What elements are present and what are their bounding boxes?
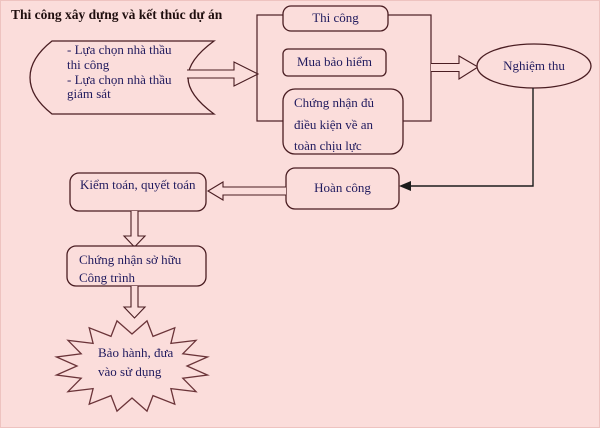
arrowhead-completion <box>399 181 411 191</box>
arrow-banner-to-group <box>187 61 260 87</box>
arrow-completion-to-audit <box>206 181 286 201</box>
contractor-note-line: - Lựa chọn nhà thầu <box>67 42 172 57</box>
arrow-ownership-to-warranty <box>122 286 147 319</box>
safety-box-line: Chứng nhận đủ <box>294 95 374 110</box>
safety-box-line: toàn chịu lực <box>294 138 362 153</box>
ownership-box-text: Chứng nhận sở hữu Công trình <box>79 251 181 286</box>
page-title: Thi công xây dựng và kết thúc dự án <box>11 7 223 22</box>
safety-box-text: Chứng nhận đủ điều kiện về an toàn chịu … <box>294 92 374 157</box>
contractor-note-line: giám sát <box>67 86 111 102</box>
contractor-note-line: thi công <box>67 56 110 72</box>
warranty-burst-line: vào sử dụng <box>98 363 162 379</box>
acceptance-ellipse-shape <box>476 43 592 89</box>
arrow-audit-to-ownership <box>122 211 147 248</box>
insurance-box-shape <box>282 48 387 77</box>
ownership-box-line: Chứng nhận sở hữu <box>79 252 182 267</box>
safety-box-line: điều kiện về an <box>294 116 374 132</box>
completion-box-label: Hoàn công <box>314 180 371 196</box>
warranty-burst-shape <box>54 319 210 413</box>
connector-acceptance-to-completion <box>405 88 534 187</box>
ownership-box-line: Công trình <box>79 269 135 285</box>
contractor-note-text: - Lựa chọn nhà thầu thi công - Lựa chọn … <box>67 42 172 102</box>
contractor-selection-shape <box>29 40 216 115</box>
contractor-note-line: - Lựa chọn nhà thầu <box>67 71 172 87</box>
warranty-burst-line: Bảo hành, đưa <box>98 345 174 360</box>
audit-box-label: Kiểm toán, quyết toán <box>80 177 196 192</box>
construction-box-label: Thi công <box>312 10 359 26</box>
safety-box-shape <box>282 88 404 155</box>
warranty-burst-text: Bảo hành, đưa vào sử dụng <box>98 344 173 381</box>
construction-box-shape <box>282 5 389 32</box>
arrow-group-to-acceptance <box>431 55 480 80</box>
acceptance-ellipse-label: Nghiệm thu <box>503 57 565 73</box>
insurance-box-label: Mua bảo hiểm <box>296 54 373 70</box>
